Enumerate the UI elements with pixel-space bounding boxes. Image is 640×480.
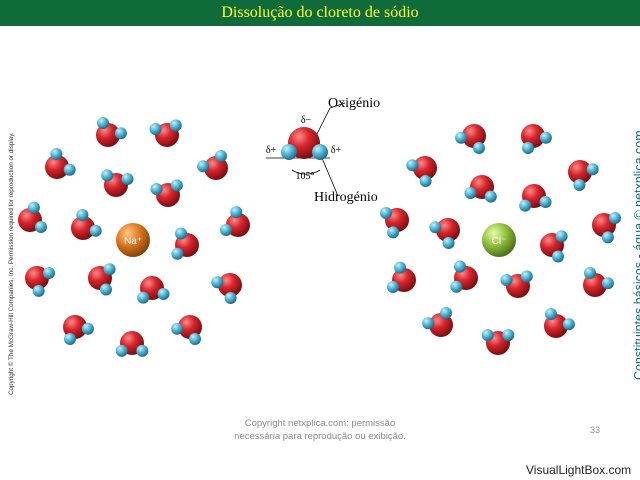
water-molecule <box>25 266 55 297</box>
water-molecule <box>544 308 575 338</box>
water-molecule <box>101 169 134 197</box>
water-molecule <box>115 331 149 357</box>
water-molecule <box>481 329 515 355</box>
water-molecule <box>455 124 486 154</box>
page-title: Dissolução do cloreto de sódio <box>221 4 419 21</box>
page-number: 33 <box>590 425 601 435</box>
side-credit-vertical: Constituintes básicos - água © netxplica… <box>632 130 640 380</box>
water-molecule <box>521 124 552 154</box>
water-molecule <box>71 209 102 240</box>
water-molecule <box>149 119 182 147</box>
delta-minus-label: δ− <box>301 115 312 126</box>
water-molecule <box>211 273 242 304</box>
water-molecule <box>540 230 568 263</box>
water-molecule <box>18 201 47 233</box>
water-molecule <box>45 148 76 179</box>
footer-credit-line-2: necessária para reprodução ou exibição. <box>234 431 406 442</box>
title-bar: Dissolução do cloreto de sódio <box>0 0 640 26</box>
water-molecule <box>387 261 416 293</box>
water-molecule <box>592 212 621 244</box>
water-molecule <box>171 315 202 345</box>
water-molecule <box>171 227 199 260</box>
angle-label: 105° <box>296 171 315 182</box>
water-molecule <box>464 175 497 203</box>
water-molecule <box>380 207 409 239</box>
footer-credit: Copyright netxplica.com: permissão neces… <box>200 417 440 443</box>
oxygen-label: Oxigénio <box>328 96 380 111</box>
water-molecule <box>583 267 614 297</box>
water-molecule <box>429 218 460 249</box>
water-molecule <box>150 179 183 207</box>
water-molecule <box>519 184 552 212</box>
water-molecule <box>500 270 533 298</box>
water-molecule <box>88 263 116 296</box>
water-molecule <box>137 276 170 304</box>
watermark: VisualLightBox.com <box>526 463 632 477</box>
water-molecule <box>406 156 437 187</box>
water-molecule <box>63 315 94 345</box>
delta-plus-left-label: δ+ <box>266 145 277 156</box>
water-molecule <box>220 206 250 237</box>
chloride-ion: Cl⁻ <box>482 223 516 257</box>
water-molecule <box>568 160 599 191</box>
water-molecule <box>450 260 478 293</box>
hydrogen-label: Hidrogénio <box>314 190 378 205</box>
water-molecules-layer <box>18 117 621 357</box>
footer-credit-line-1: Copyright netxplica.com: permissão <box>244 418 396 429</box>
water-molecule <box>197 150 228 180</box>
sodium-ion: Na⁺ <box>116 223 150 257</box>
delta-plus-right-label: δ+ <box>331 145 342 156</box>
chloride-ion-label: Cl⁻ <box>492 236 507 247</box>
sodium-ion-label: Na⁺ <box>124 236 142 247</box>
water-molecule <box>96 117 127 147</box>
oxygen-pointer-line <box>314 107 331 139</box>
copyright-vertical-text: Copyright © The McGraw-Hill Companies, I… <box>8 132 15 395</box>
hydrogen-pointer-line <box>321 157 339 197</box>
water-molecule-detail: δ− δ+ δ+ 105° Oxigénio Hidrogénio <box>266 96 380 205</box>
hydrogen-atom-left <box>281 144 297 160</box>
hydrogen-atom-right <box>312 144 328 160</box>
water-molecule <box>422 307 453 337</box>
